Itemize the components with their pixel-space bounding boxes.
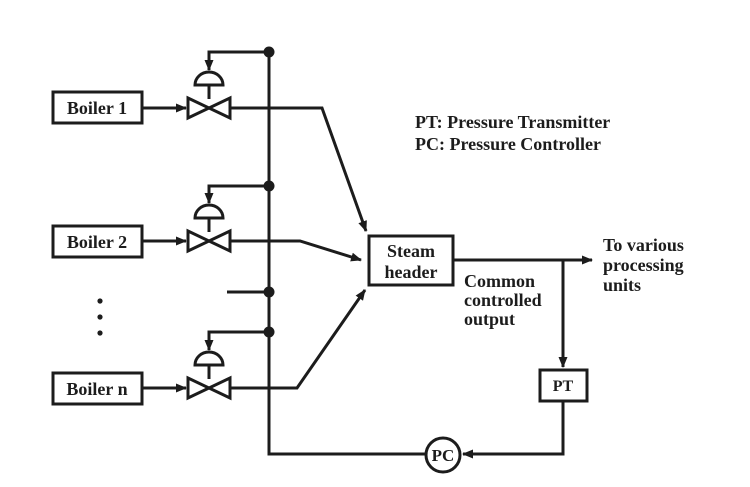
boiler-2-label: Boiler 2 (67, 232, 127, 252)
junction-dot-stub (263, 286, 275, 298)
ellipsis-dot (97, 330, 103, 336)
ellipsis-dot (97, 314, 103, 320)
destination-label: To various processing units (603, 235, 684, 295)
pt-label: PT (553, 378, 574, 395)
boiler-2-box (51, 224, 144, 259)
common-output-label: Common controlled output (464, 271, 542, 329)
common-output-line2: controlled (464, 290, 542, 310)
pressure-transmitter: PT (538, 368, 589, 403)
valve-n-actuator-icon (193, 350, 225, 367)
control-valve-n-icon (186, 375, 232, 401)
valve-1-signal-line (204, 50, 269, 71)
boiler-row-1: Boiler 1 (51, 46, 368, 232)
valve-2-signal-line (204, 184, 269, 204)
destination-line2: processing (603, 255, 684, 275)
more-boilers-ellipsis (97, 286, 275, 336)
destination-line1: To various (603, 235, 684, 255)
junction-dot-2 (263, 180, 275, 192)
control-valve-2-icon (186, 228, 232, 254)
common-output-line1: Common (464, 271, 535, 291)
valve-1-actuator-icon (193, 70, 225, 87)
output-piping (453, 255, 593, 368)
valve-2-to-header-pipe (230, 239, 362, 262)
legend: PT: Pressure Transmitter PC: Pressure Co… (415, 112, 610, 154)
valve-1-to-header-pipe (230, 106, 368, 232)
control-valve-1-icon (186, 95, 232, 121)
boiler-row-n: Boiler n (51, 289, 367, 406)
legend-line-1: PT: Pressure Transmitter (415, 112, 610, 132)
steam-header-label-line1: Steam (387, 241, 435, 261)
destination-line3: units (603, 275, 641, 295)
valve-n-to-header-pipe (230, 289, 367, 390)
boiler-row-2: Boiler 2 (51, 180, 362, 262)
pt-to-pc-line (462, 401, 565, 459)
ellipsis-dot (97, 298, 103, 304)
valve-n-signal-line (204, 330, 269, 351)
valve-2-actuator-icon (193, 203, 225, 220)
pc-label: PC (432, 446, 455, 465)
steam-header: Steam header (367, 234, 455, 287)
legend-line-2: PC: Pressure Controller (415, 134, 601, 154)
pressure-controller: PC (424, 436, 462, 474)
boiler-1-label: Boiler 1 (67, 98, 127, 118)
boiler-n-label: Boiler n (66, 379, 127, 399)
pc-circle (424, 436, 462, 474)
pt-box (538, 368, 589, 403)
common-output-line3: output (464, 309, 515, 329)
steam-header-label-line2: header (385, 262, 438, 282)
junction-dot-1 (263, 46, 275, 58)
junction-dot-n (263, 326, 275, 338)
